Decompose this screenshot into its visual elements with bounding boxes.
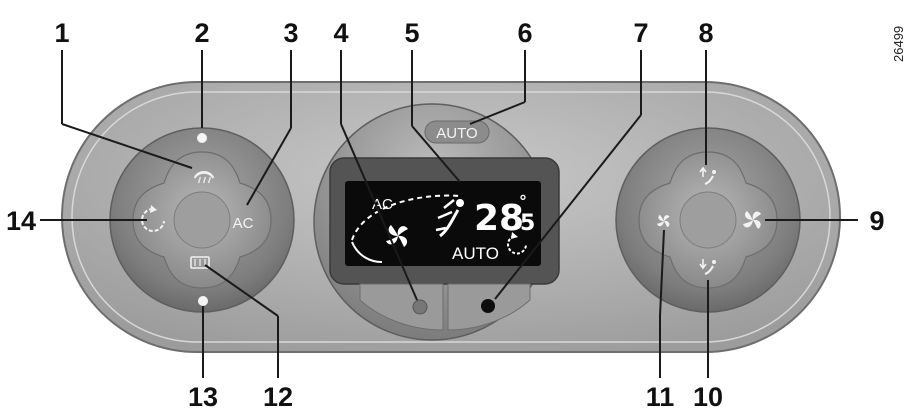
auto-button-label: AUTO [436, 125, 477, 142]
callout-14: 14 [6, 206, 36, 236]
right-center-hub [679, 191, 737, 249]
lcd-degree-symbol: ° [519, 192, 527, 211]
fan-speed-increase-icon[interactable] [743, 211, 761, 229]
callout-4: 4 [333, 18, 348, 48]
temperature-up-indicator [481, 299, 495, 313]
callout-6: 6 [517, 18, 532, 48]
callout-5: 5 [404, 18, 419, 48]
fan-speed-decrease-icon[interactable] [657, 214, 670, 228]
callout-7: 7 [633, 18, 648, 48]
callout-numbers: 1 2 3 4 5 6 7 8 9 10 11 12 13 14 [6, 18, 885, 412]
callout-9: 9 [869, 206, 884, 236]
air-distribution-up-icon[interactable] [699, 166, 716, 185]
lcd-temperature: 28 [474, 198, 524, 239]
leader-7b [494, 114, 642, 300]
callout-10: 10 [693, 382, 723, 412]
callout-12: 12 [263, 382, 293, 412]
leader-lines [40, 50, 858, 378]
callout-13: 13 [188, 382, 218, 412]
leader-5b [411, 125, 461, 183]
recirculation-icon[interactable] [141, 205, 165, 232]
lcd-auto-indicator: AUTO [452, 244, 499, 263]
callout-8: 8 [698, 18, 713, 48]
indicator-light-bottom [198, 296, 208, 306]
auto-button[interactable] [424, 120, 490, 144]
lcd-airflow-icon [435, 199, 464, 238]
reference-code: 26499 [891, 26, 906, 62]
temperature-down-indicator [412, 299, 428, 315]
leader-1b [61, 123, 193, 169]
indicator-light-top [197, 133, 207, 143]
leader-3b [246, 127, 292, 206]
windscreen-demist-icon[interactable] [194, 171, 214, 184]
lower-left-button[interactable] [359, 283, 444, 331]
leader-6b [469, 101, 526, 125]
callout-2: 2 [194, 18, 209, 48]
lcd-temperature-decimal: 5 [520, 211, 535, 236]
lcd-recirculation-icon [507, 232, 528, 255]
lcd-decimal-point [516, 225, 520, 229]
left-center-hub [173, 191, 231, 249]
leader-12b [204, 264, 279, 317]
ac-button-label[interactable]: AC [233, 215, 254, 232]
callout-1: 1 [54, 18, 69, 48]
leader-11b [659, 229, 665, 317]
leader-4b [340, 123, 418, 301]
callout-11: 11 [646, 382, 675, 412]
center-display-unit: AUTO AC 28 5 ° AUTO [313, 103, 560, 341]
callout-3: 3 [283, 18, 298, 48]
lcd-arc-lower [351, 241, 383, 263]
left-control-knob[interactable]: AC [109, 127, 295, 313]
air-distribution-down-icon[interactable] [699, 259, 716, 275]
rear-demist-icon[interactable] [190, 256, 210, 269]
panel-bezel-inner [71, 91, 831, 343]
lcd-arc [351, 194, 461, 241]
